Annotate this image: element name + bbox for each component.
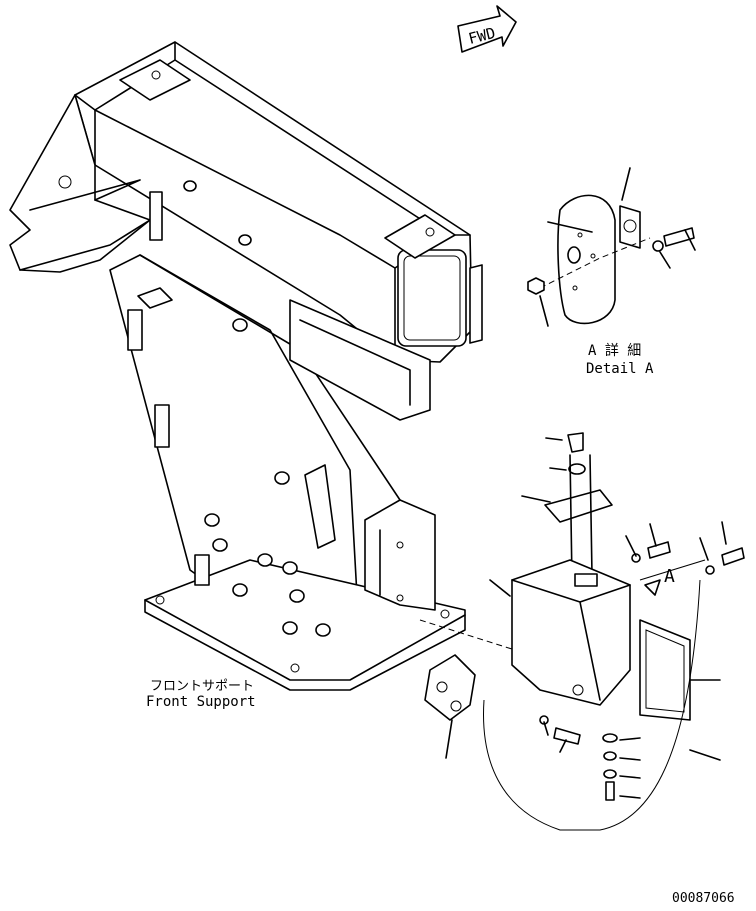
fwd-direction-arrow: FWD bbox=[457, 5, 517, 53]
front-support-label-jp: フロントサポート bbox=[150, 679, 254, 694]
detail-a-assembly bbox=[527, 167, 696, 327]
front-support-label-en: Front Support bbox=[146, 694, 256, 710]
view-arrow-letter: A bbox=[664, 566, 675, 587]
battery-relay-assembly bbox=[419, 432, 745, 831]
drawing-number: 00087066 bbox=[672, 891, 735, 906]
detail-a-title-en: Detail A bbox=[586, 361, 654, 377]
front-support-frame bbox=[9, 41, 483, 691]
mounting-bosses bbox=[183, 180, 331, 637]
detail-a-title-jp: A 詳 細 bbox=[588, 343, 641, 359]
